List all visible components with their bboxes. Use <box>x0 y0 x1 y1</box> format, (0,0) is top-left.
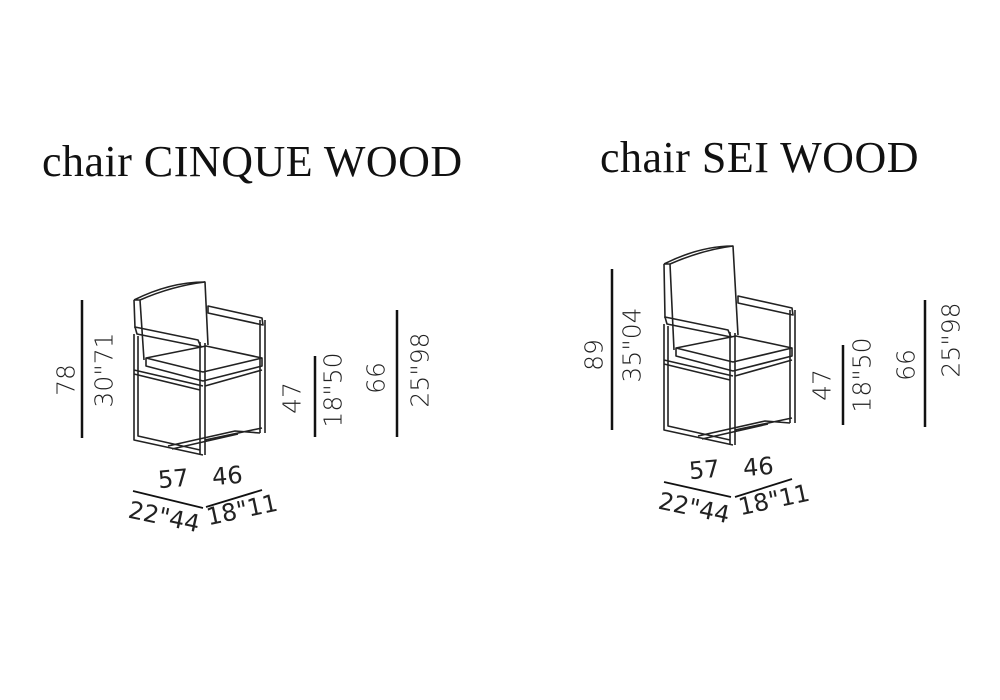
width-cm: 57 <box>687 454 721 486</box>
arm-height-in: 25"98 <box>405 332 435 408</box>
seat-height-in: 18"50 <box>318 352 348 428</box>
chair-cinque-drawing <box>133 281 266 456</box>
seat-height-cm: 47 <box>807 369 837 401</box>
depth-cm: 46 <box>741 451 775 483</box>
seat-height-in: 18"50 <box>847 337 877 413</box>
product-title-sei: chair SEI WOOD <box>600 133 919 182</box>
height-in: 35"04 <box>617 307 647 383</box>
chair-sei-drawing <box>663 245 796 446</box>
height-in: 30"71 <box>89 332 119 408</box>
arm-height-in: 25"98 <box>936 302 966 378</box>
height-cm: 78 <box>51 364 81 396</box>
seat-height-cm: 47 <box>277 382 307 414</box>
product-title-cinque: chair CINQUE WOOD <box>42 137 463 186</box>
depth-cm: 46 <box>210 460 244 492</box>
width-cm: 57 <box>156 463 190 495</box>
arm-height-cm: 66 <box>361 362 391 394</box>
dimension-lines <box>80 269 927 509</box>
arm-height-cm: 66 <box>891 349 921 381</box>
height-cm: 89 <box>579 339 609 371</box>
